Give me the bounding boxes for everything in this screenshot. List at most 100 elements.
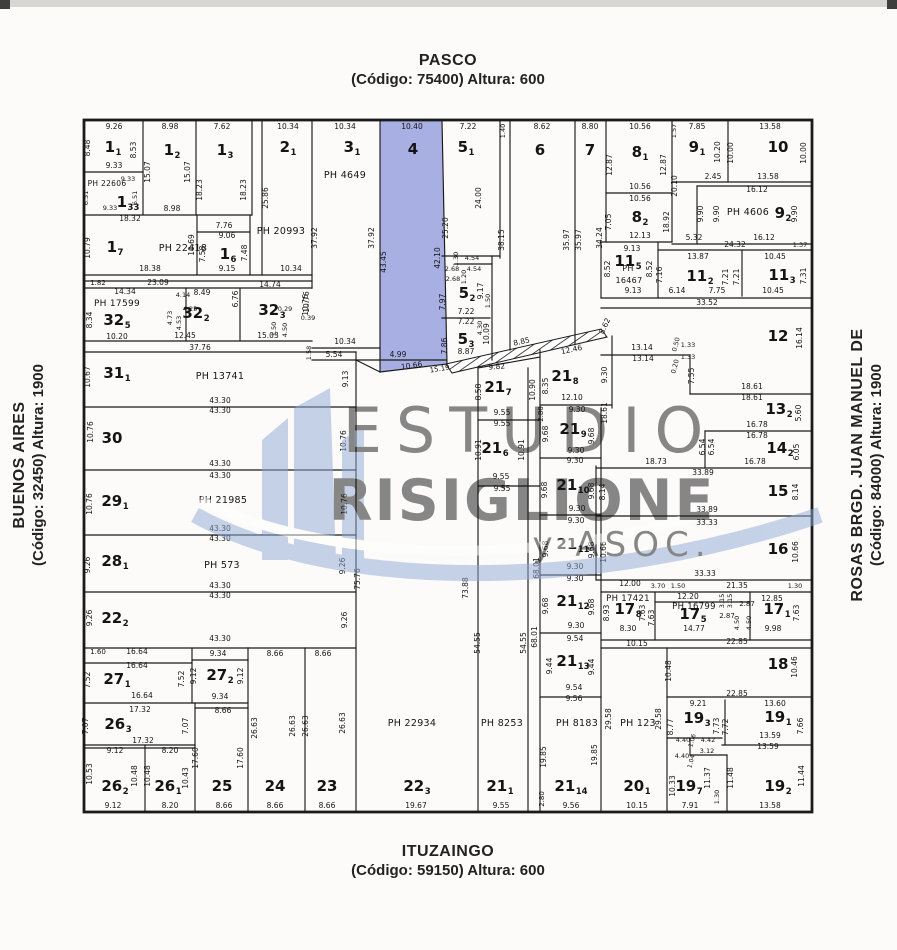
dim-label: 18.92 — [662, 211, 671, 233]
dim-label: 4.54 — [465, 254, 479, 262]
dim-label: 10.09 — [482, 323, 491, 345]
dim-label: 9.30 — [567, 456, 584, 465]
dim-label: 25.86 — [261, 187, 270, 209]
dim-label: 6.05 — [792, 443, 801, 460]
dim-label: 8.30 — [620, 624, 637, 633]
dim-label: 43.30 — [209, 396, 231, 405]
dim-label: 7.55 — [687, 367, 696, 384]
dim-label: 9.12 — [189, 667, 198, 684]
dim-label: 4.25 — [183, 305, 197, 313]
lot-label-26-1: 261 — [154, 777, 181, 797]
dim-label: 10.76 — [85, 493, 94, 515]
lot-label-21-7: 217 — [484, 378, 511, 398]
lot-label-21-1: 211 — [486, 777, 513, 797]
dim-label: 8.66 — [267, 801, 284, 810]
lot-label-29-1: 291 — [101, 492, 128, 512]
dim-label: 2.80 — [538, 791, 546, 807]
dim-label: 7.66 — [796, 717, 805, 734]
dim-label: 13.59 — [759, 731, 781, 740]
dim-label: 10.66 — [400, 359, 423, 371]
dim-label: 12.45 — [174, 331, 196, 340]
dim-label: 9.44 — [587, 658, 596, 675]
dim-label: 73.88 — [461, 577, 470, 599]
dim-label: 7.75 — [709, 286, 726, 295]
dim-label: 9.82 — [488, 361, 506, 371]
lot-label-3-1: 31 — [344, 138, 361, 158]
dim-label: 8.14 — [791, 483, 800, 500]
dim-label: 9.21 — [690, 699, 707, 708]
lot-label-21-13: 2113 — [556, 652, 589, 672]
lot-label-12: 12 — [768, 327, 789, 345]
lot-label-22-2: 222 — [101, 609, 128, 629]
dim-label: 13.58 — [759, 801, 781, 810]
logo-tower-icon — [342, 426, 364, 560]
lot-label-28-1: 281 — [101, 552, 128, 572]
dim-label: 9.68 — [587, 541, 596, 558]
dim-label: 9.30 — [568, 516, 585, 525]
dim-label: 9.06 — [219, 231, 236, 240]
dim-label: 7.22 — [460, 122, 477, 131]
lot-label-11-5: 115 — [614, 252, 641, 272]
lot-label-9-2: 92 — [775, 204, 792, 224]
dim-label: 7.97 — [438, 293, 447, 310]
dim-label: 1.58 — [305, 346, 313, 360]
dim-label: 13.14 — [632, 354, 654, 363]
ph-label: PH 22934 — [388, 718, 437, 729]
lot-label-2-1: 21 — [280, 138, 297, 158]
dim-label: 42.10 — [433, 247, 442, 269]
dim-label: 10.46 — [790, 656, 799, 678]
dim-label: 4.54 — [467, 265, 481, 273]
dim-label: 9.12 — [236, 667, 245, 684]
dim-label: 8.80 — [582, 122, 599, 131]
dim-label: 1.50 — [484, 294, 492, 308]
dim-label: 9.33 — [121, 175, 135, 183]
dim-label: 7.21 — [721, 268, 730, 285]
dim-label: 10.34 — [277, 122, 299, 131]
highlighted-lot-4[interactable] — [380, 120, 447, 372]
dim-label: 9.44 — [545, 657, 554, 674]
dim-label: 8.20 — [162, 746, 179, 755]
dim-label: 24.00 — [474, 187, 483, 209]
ph-label: PH 8183 — [556, 718, 598, 729]
dim-label: 54.55 — [473, 632, 482, 654]
dim-label: 11.37 — [703, 767, 712, 789]
lot-label-1-2: 12 — [164, 141, 181, 161]
dim-label: 13.14 — [631, 343, 653, 352]
dim-label: 8.62 — [597, 316, 612, 335]
dim-label: 7.63 — [638, 604, 647, 621]
dim-label: 35.97 — [562, 229, 571, 251]
dim-label: 22.85 — [726, 637, 748, 646]
dim-label: 10.76 — [86, 421, 95, 443]
lot-label-24: 24 — [265, 777, 286, 795]
dim-label: 0.50 — [670, 336, 681, 352]
photo-edge — [0, 0, 897, 7]
lot-label-32-3: 323 — [258, 301, 285, 321]
lot-label-5-1: 51 — [458, 138, 475, 158]
dim-label: 10.69 — [187, 234, 196, 256]
dim-label: 9.13 — [341, 370, 350, 387]
dim-label: 6.54 — [698, 438, 707, 455]
dim-label: 7.63 — [792, 604, 801, 621]
lot-label-18: 18 — [768, 655, 789, 673]
dim-label: 12.20 — [677, 592, 699, 601]
ph-label: PH 8253 — [481, 718, 523, 729]
dim-label: 8.52 — [603, 260, 612, 277]
lot-label-32-2: 322 — [182, 304, 209, 324]
dim-label: 9.68 — [587, 482, 596, 499]
dim-label: 19.67 — [405, 801, 427, 810]
dim-label: 43.30 — [209, 581, 231, 590]
dim-label: 9.12 — [107, 746, 124, 755]
ph-label: PH 16799 — [672, 602, 716, 612]
lot-label-26-2: 262 — [101, 777, 128, 797]
dim-label: 10.00 — [726, 142, 735, 164]
dim-label: 68.01 — [530, 626, 539, 648]
dim-label: 10.34 — [280, 264, 302, 273]
lot-label-1-1: 11 — [105, 138, 122, 158]
dim-label: 5.60 — [794, 404, 803, 421]
dim-label: 4.50 — [733, 616, 741, 630]
dim-label: 10.76 — [301, 294, 310, 316]
dim-label: 10.33 — [668, 775, 677, 797]
dim-label: 1.06 — [687, 733, 697, 748]
